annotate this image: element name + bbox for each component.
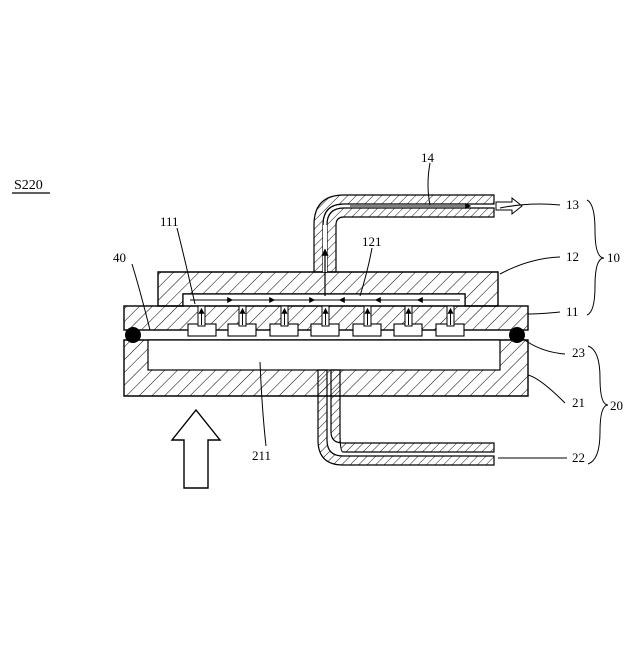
label-11: 11 xyxy=(566,304,579,319)
label-40: 40 xyxy=(113,250,126,265)
label-20: 20 xyxy=(610,398,623,413)
label-13: 13 xyxy=(566,197,579,212)
plate-11 xyxy=(124,306,528,336)
upper-cover-12 xyxy=(158,272,498,306)
step-label: S220 xyxy=(12,178,50,193)
cavity-211 xyxy=(148,340,500,370)
label-111: 111 xyxy=(160,214,179,229)
label-22: 22 xyxy=(572,450,585,465)
label-121: 121 xyxy=(362,234,382,249)
seal-ring-23 xyxy=(509,327,525,343)
label-10: 10 xyxy=(607,250,620,265)
label-23: 23 xyxy=(572,345,585,360)
seal-ring-40 xyxy=(125,327,141,343)
label-21: 21 xyxy=(572,395,585,410)
label-14: 14 xyxy=(421,150,435,165)
label-12: 12 xyxy=(566,249,579,264)
label-211: 211 xyxy=(252,448,271,463)
inlet-arrow-icon xyxy=(172,410,220,488)
step-label-text: S220 xyxy=(14,178,43,193)
